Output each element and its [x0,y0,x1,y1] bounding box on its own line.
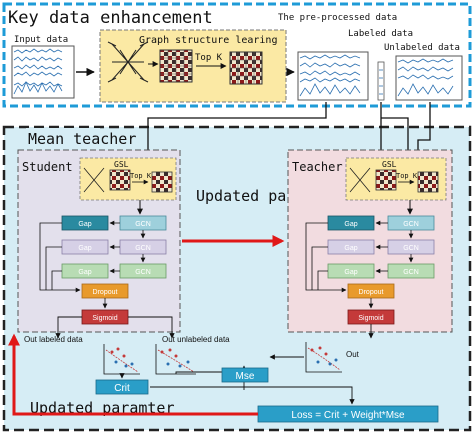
student-gap-2: Gap [78,245,91,252]
out-label: Out [346,350,360,359]
gsl-block-title: Graph structure learing [139,35,277,46]
teacher-gsl-block: GSL Top K [345,157,447,201]
labeled-data-strip [377,61,385,101]
student-gcn-2: GCN [135,245,151,252]
crit-box: Crit [114,383,130,394]
graph-structure-learning-block: Graph structure learing Top K [99,29,287,103]
output-arrows [55,316,374,339]
out-labeled-label: Out labeled data [24,335,83,344]
student-panel: Student GSL Top K Gap GCN Gap GCN [17,149,181,333]
teacher-network-icon [349,167,371,193]
network-icon [107,41,149,83]
out-labeled-plot [103,344,140,375]
loss-formula-box: Loss = Crit + Weight*Mse [291,410,405,421]
teacher-panel: Teacher GSL Top K Gap GCN Gap GCN Gap GC… [287,149,453,333]
unlabeled-data-plot [395,55,463,101]
teacher-gap-3: Gap [344,269,357,276]
student-topk-label: Top K [130,172,152,180]
unlabeled-data-label: Unlabeled data [384,43,460,53]
student-gap-1: Gap [78,221,91,228]
out-unlabeled-plot [155,344,196,375]
teacher-gcn-2: GCN [403,245,419,252]
student-network-icon [83,167,105,193]
student-matrix-icon [109,169,131,191]
student-gcn-3: GCN [135,269,151,276]
teacher-out-plot [305,342,342,373]
top-k-label: Top K [195,53,223,63]
adjacency-matrix-icon [159,49,193,83]
mean-teacher-title: Mean teacher [28,130,136,148]
student-sigmoid: Sigmoid [92,315,117,322]
teacher-topk-label: Top K [396,172,418,180]
student-gap-3: Gap [78,269,91,276]
key-data-enhancement-panel: Key data enhancement Input data Graph st… [2,2,472,108]
mse-box: Mse [236,371,255,382]
teacher-gap-2: Gap [344,245,357,252]
data-feed-arrows [144,102,431,159]
student-gsl-block: GSL Top K [79,157,177,201]
teacher-gcn-3: GCN [403,269,419,276]
input-data-plot [11,45,75,99]
student-title: Student [22,160,73,174]
teacher-sigmoid: Sigmoid [358,315,383,322]
teacher-matrix-icon [375,169,397,191]
input-data-label: Input data [14,35,68,45]
update-arrow-bottom [7,333,258,416]
teacher-title: Teacher [292,160,343,174]
student-dropout: Dropout [93,289,118,296]
labeled-data-label: Labeled data [348,29,413,39]
student-gcn-1: GCN [135,221,151,228]
preprocessed-data-label: The pre-processed data [278,13,397,23]
key-data-enhancement-title: Key data enhancement [8,8,213,28]
teacher-gsl-label: GSL [382,160,397,169]
student-gsl-label: GSL [114,160,129,169]
student-topk-matrix-icon [151,171,173,193]
preprocessed-data-plot [297,51,369,101]
out-unlabeled-label: Out unlabeled data [162,335,230,344]
teacher-gap-1: Gap [344,221,357,228]
teacher-topk-matrix-icon [417,171,439,193]
teacher-dropout: Dropout [359,289,384,296]
topk-matrix-icon [229,51,263,85]
teacher-gcn-1: GCN [403,221,419,228]
